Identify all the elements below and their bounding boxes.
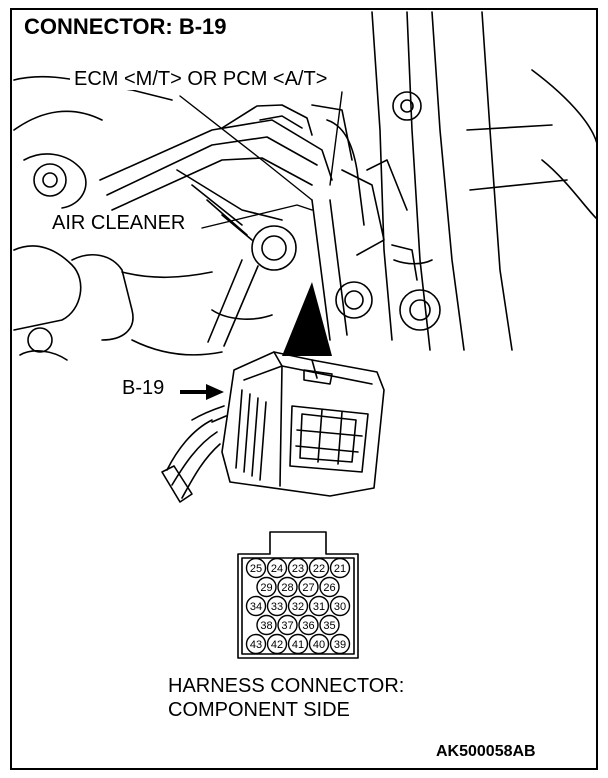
pin-label-28: 28 [281, 582, 293, 594]
pin-label-33: 33 [271, 601, 283, 613]
pin-circle-38 [256, 614, 277, 636]
pin-label-22: 22 [313, 563, 325, 575]
pin-label-43: 43 [250, 639, 262, 651]
pin-label-23: 23 [292, 563, 304, 575]
pin-label-42: 42 [271, 639, 283, 651]
pin-circle-34 [245, 595, 267, 617]
pin-circle-33 [266, 595, 288, 617]
diagram-frame: 25 24 23 22 21 29 28 27 26 34 33 32 31 30 38 37 36 35 43 42… [10, 8, 598, 770]
pin-label-24: 24 [271, 563, 283, 575]
pin-label-38: 38 [260, 620, 272, 632]
pin-circle-37 [277, 614, 298, 636]
pin-label-30: 30 [334, 601, 346, 613]
pin-circle-21 [329, 557, 351, 579]
harness-connector-caption: HARNESS CONNECTOR: COMPONENT SIDE [168, 674, 404, 722]
ecm-label: ECM <M/T> OR PCM <A/T> [70, 68, 332, 90]
pin-label-39: 39 [334, 639, 346, 651]
ecm-connector-illustration [161, 351, 385, 503]
harness-connector-face [237, 531, 359, 659]
diagram-title: CONNECTOR: B-19 [22, 16, 231, 40]
pin-label-41: 41 [292, 639, 304, 651]
pin-circle-32 [287, 595, 309, 617]
pin-label-32: 32 [292, 601, 304, 613]
pin-circle-42 [266, 633, 288, 655]
pin-circle-40 [308, 633, 330, 655]
pin-label-36: 36 [302, 620, 314, 632]
air-cleaner-label: AIR CLEANER [48, 212, 190, 234]
connector-pins: 25 24 23 22 21 29 28 27 26 34 33 32 31 30 38 37 36 35 43 42… [245, 557, 351, 655]
figure-code: AK500058AB [436, 743, 536, 760]
pin-circle-36 [298, 614, 319, 636]
pin-label-35: 35 [323, 620, 335, 632]
pin-circle-27 [298, 576, 319, 598]
connector-callout-label: B-19 [122, 377, 165, 399]
pin-label-25: 25 [250, 563, 262, 575]
pin-label-37: 37 [281, 620, 293, 632]
pin-label-26: 26 [323, 582, 335, 594]
pin-label-27: 27 [302, 582, 314, 594]
harness-caption-line2: COMPONENT SIDE [168, 699, 350, 721]
pin-circle-35 [319, 614, 340, 636]
pin-label-34: 34 [250, 601, 262, 613]
pin-label-21: 21 [334, 563, 346, 575]
pin-circle-41 [287, 633, 309, 655]
pin-label-40: 40 [313, 639, 325, 651]
pin-circle-22 [308, 557, 330, 579]
b19-callout-arrow [180, 384, 224, 400]
pointer-triangle [282, 282, 332, 356]
harness-caption-line1: HARNESS CONNECTOR: [168, 675, 405, 697]
leader-lines [179, 91, 343, 229]
pin-circle-25 [245, 557, 267, 579]
pin-circle-29 [256, 576, 277, 598]
engine-bay-linework [13, 11, 596, 361]
pin-circle-43 [245, 633, 267, 655]
pin-circle-26 [319, 576, 340, 598]
pin-circle-23 [287, 557, 309, 579]
pin-label-29: 29 [260, 582, 272, 594]
pin-circle-31 [308, 595, 330, 617]
pin-circle-28 [277, 576, 298, 598]
pin-label-31: 31 [313, 601, 325, 613]
pin-circle-24 [266, 557, 288, 579]
pin-circle-39 [329, 633, 351, 655]
pin-circle-30 [329, 595, 351, 617]
engine-bay-illustration: 25 24 23 22 21 29 28 27 26 34 33 32 31 30 38 37 36 35 43 42… [13, 11, 596, 659]
